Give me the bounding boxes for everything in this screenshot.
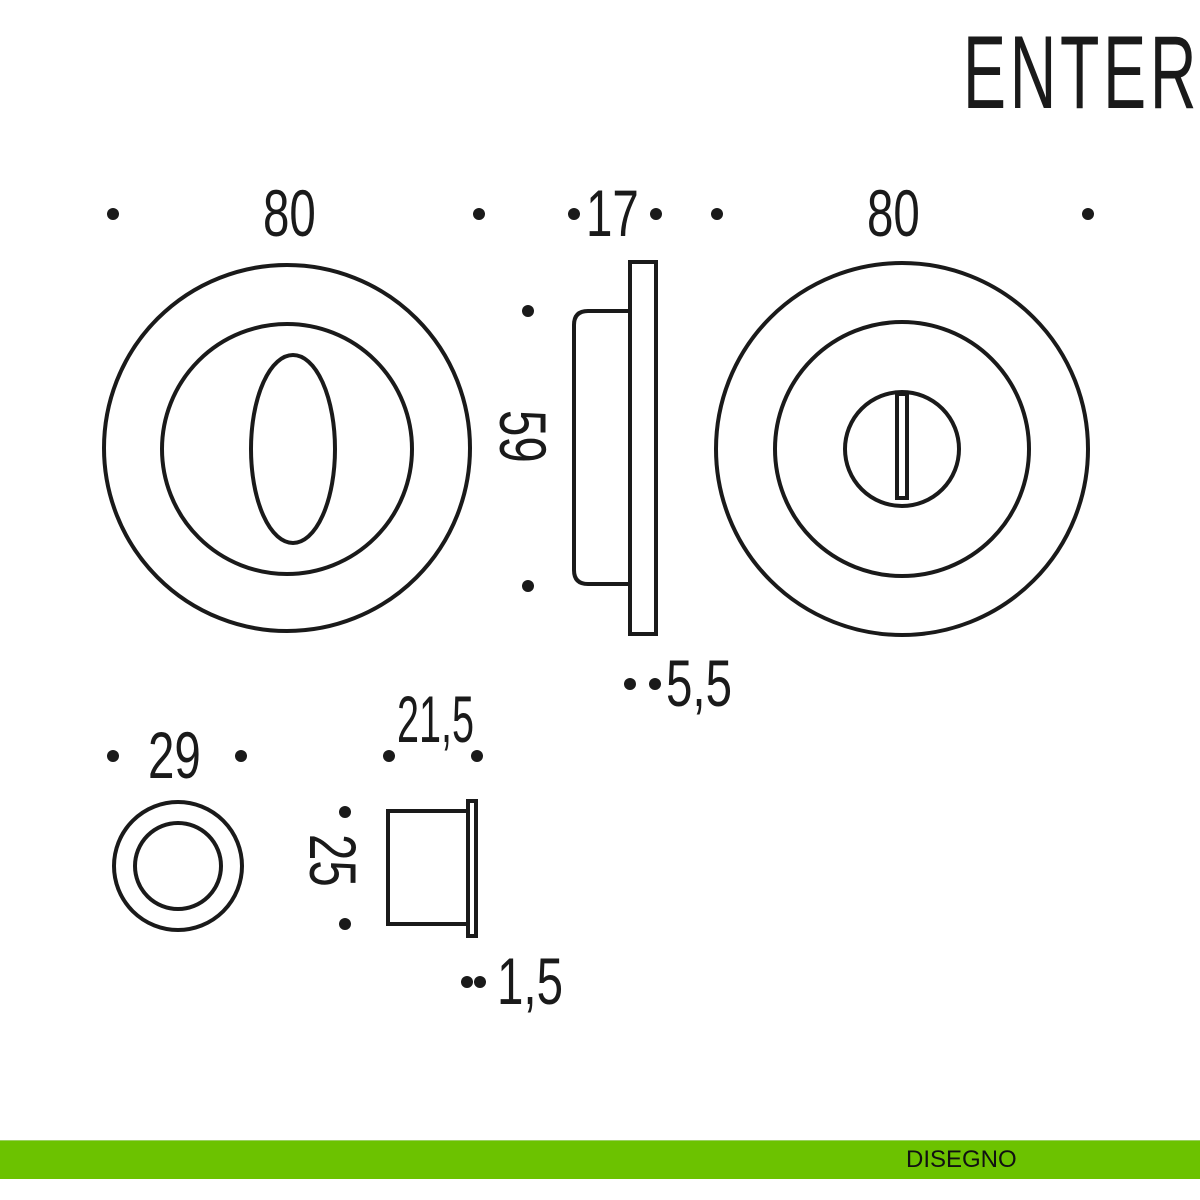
small-profile [386, 799, 478, 938]
footer-label: DISEGNO [906, 1146, 1017, 1173]
dim-small-rosette-width: 29 [148, 719, 201, 792]
dimension-dots [107, 208, 1094, 988]
privacy-rosette [714, 261, 1090, 637]
dim-rosette-right-width: 80 [867, 177, 920, 250]
dim-small-flange: 1,5 [497, 945, 563, 1018]
dim-small-profile-depth: 21,5 [397, 683, 474, 757]
dim-height: 59 [485, 410, 558, 463]
dim-plate-thickness: 5,5 [666, 647, 732, 720]
side-profile [572, 260, 658, 636]
dim-profile-depth: 17 [586, 177, 639, 250]
dim-small-profile-height: 25 [295, 834, 368, 887]
product-title: ENTER [963, 15, 1200, 130]
footer-bar: DISEGNO [0, 1140, 1200, 1179]
dim-rosette-left-width: 80 [263, 177, 316, 250]
small-rosette [112, 800, 244, 932]
keyhole-rosette [102, 263, 472, 633]
